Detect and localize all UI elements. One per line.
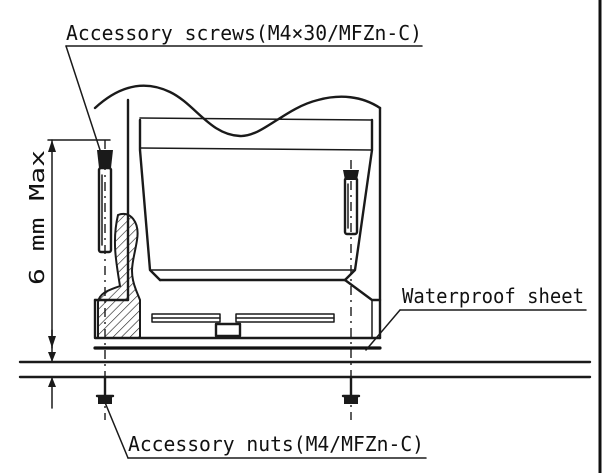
dimension-label: 6 mm Max (25, 150, 49, 285)
leader-waterproof-sheet (365, 309, 587, 351)
leader-accessory-nuts (103, 399, 427, 459)
label-accessory-nuts: Accessory nuts(M4/MFZn-C) (128, 432, 424, 456)
leader-accessory-screws (65, 45, 423, 151)
label-waterproof-sheet: Waterproof sheet (402, 284, 584, 308)
base-rails (151, 313, 335, 338)
dimension-6mm (47, 139, 111, 409)
section-hatch (97, 212, 141, 339)
mounting-panel (18, 346, 592, 379)
label-accessory-screws: Accessory screws(M4×30/MFZn-C) (66, 21, 422, 45)
nut-right (341, 375, 361, 404)
nut-left (95, 375, 115, 404)
